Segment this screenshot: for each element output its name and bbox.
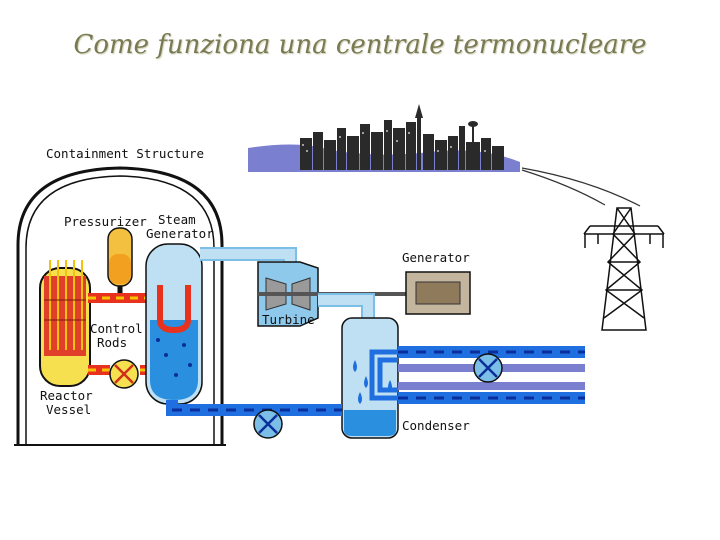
feedwater-line <box>166 400 342 416</box>
reactor-vessel <box>39 260 91 387</box>
generator <box>405 271 471 315</box>
label-control-rods-2: Rods <box>97 335 127 350</box>
slide-title: Come funziona una centrale termonucleare <box>73 30 647 60</box>
transmission-tower <box>583 207 665 331</box>
turbine <box>257 261 410 327</box>
label-generator: Generator <box>402 250 470 265</box>
label-steam-generator-1: Steam <box>158 212 196 227</box>
condenser-tubes <box>369 349 398 401</box>
cooling-water-pump <box>473 353 503 383</box>
label-turbine: Turbine <box>262 312 315 327</box>
label-reactor-vessel-1: Reactor <box>40 388 93 403</box>
city-skyline <box>248 104 520 172</box>
reactor-coolant-pump <box>109 359 139 389</box>
steam-generator <box>145 243 203 405</box>
label-pressurizer: Pressurizer <box>64 214 147 229</box>
label-condenser: Condenser <box>402 418 470 433</box>
cooling-water-loop <box>398 346 585 404</box>
label-control-rods-1: Control <box>90 321 143 336</box>
exhaust-line <box>318 293 375 320</box>
feedwater-pump <box>253 409 283 439</box>
label-containment-structure: Containment Structure <box>46 146 204 161</box>
power-lines <box>521 167 641 207</box>
label-steam-generator-2: Generator <box>146 226 214 241</box>
label-reactor-vessel-2: Vessel <box>46 402 91 417</box>
